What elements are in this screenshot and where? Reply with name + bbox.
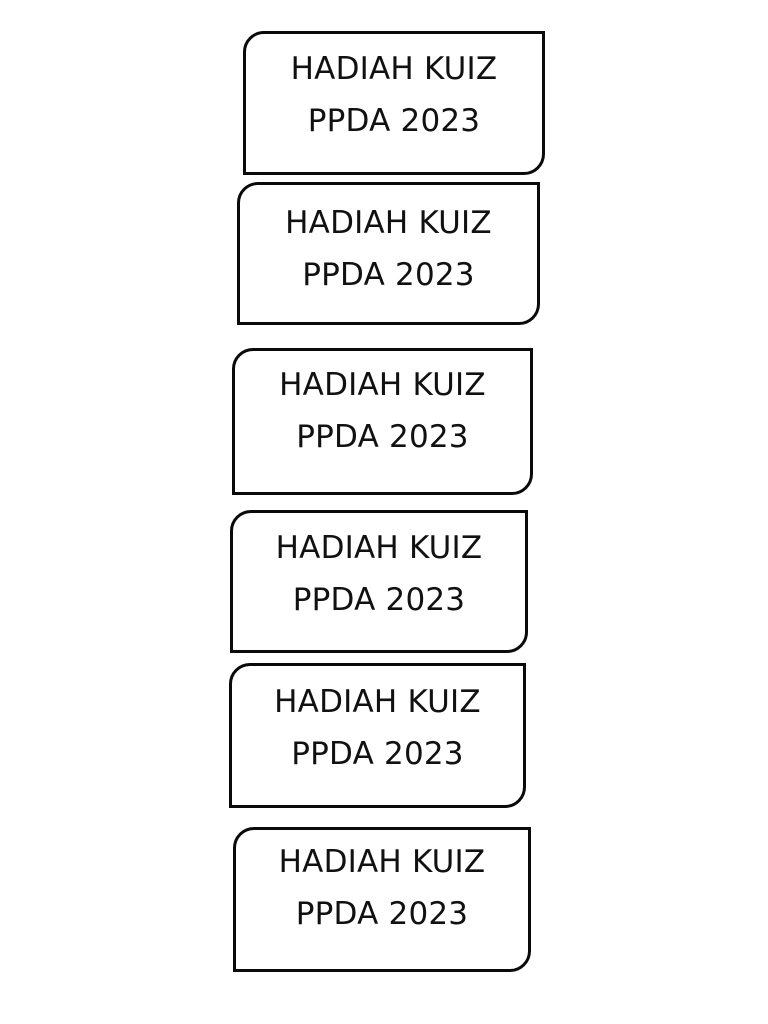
label-subtitle-line: PPDA 2023 — [291, 736, 464, 772]
label-text-block: HADIAH KUIZ PPDA 2023 — [235, 370, 530, 453]
label-text-block: HADIAH KUIZ PPDA 2023 — [236, 847, 528, 930]
label-text-block: HADIAH KUIZ PPDA 2023 — [246, 54, 542, 137]
label-subtitle-line: PPDA 2023 — [295, 896, 469, 932]
label-subtitle-line: PPDA 2023 — [307, 103, 481, 139]
label-subtitle-line: PPDA 2023 — [292, 582, 466, 618]
label-card[interactable]: HADIAH KUIZ PPDA 2023 — [243, 31, 545, 175]
label-card[interactable]: HADIAH KUIZ PPDA 2023 — [233, 827, 531, 972]
label-text-block: HADIAH KUIZ PPDA 2023 — [232, 687, 523, 770]
label-subtitle-line: PPDA 2023 — [296, 419, 469, 455]
label-card[interactable]: HADIAH KUIZ PPDA 2023 — [230, 510, 528, 653]
label-text-block: HADIAH KUIZ PPDA 2023 — [233, 533, 525, 616]
label-title-line: HADIAH KUIZ — [275, 530, 483, 566]
label-text-block: HADIAH KUIZ PPDA 2023 — [240, 208, 537, 291]
label-title-line: HADIAH KUIZ — [279, 367, 486, 403]
label-title-line: HADIAH KUIZ — [285, 205, 492, 241]
label-title-line: HADIAH KUIZ — [278, 844, 486, 880]
label-title-line: HADIAH KUIZ — [274, 684, 481, 720]
label-title-line: HADIAH KUIZ — [290, 51, 498, 87]
label-card[interactable]: HADIAH KUIZ PPDA 2023 — [232, 348, 533, 495]
label-card[interactable]: HADIAH KUIZ PPDA 2023 — [229, 663, 526, 808]
label-card[interactable]: HADIAH KUIZ PPDA 2023 — [237, 182, 540, 325]
label-subtitle-line: PPDA 2023 — [302, 257, 475, 293]
